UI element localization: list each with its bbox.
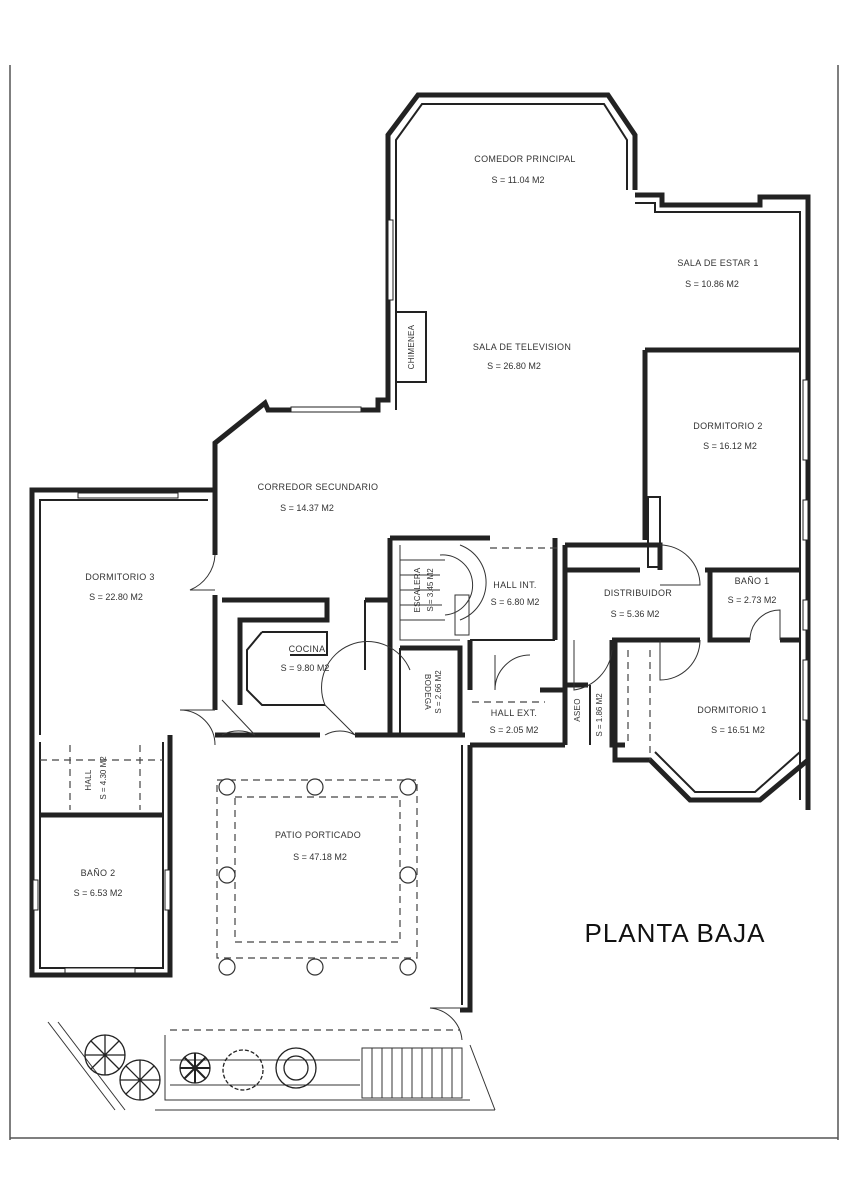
room-name-bano1: BAÑO 1 bbox=[735, 576, 770, 586]
room-area-hall-ext: S = 2.05 M2 bbox=[490, 725, 539, 735]
room-name-bodega: BODEGA bbox=[423, 674, 432, 710]
windows bbox=[32, 219, 809, 974]
room-name-chimenea: CHIMENEA bbox=[407, 324, 416, 369]
room-name-bano2: BAÑO 2 bbox=[81, 868, 116, 878]
room-name-patio: PATIO PORTICADO bbox=[275, 830, 361, 840]
interior-walls bbox=[40, 311, 800, 818]
room-area-bano2: S = 6.53 M2 bbox=[74, 888, 123, 898]
room-name-cocina: COCINA bbox=[289, 644, 326, 654]
room-area-dormitorio3: S = 22.80 M2 bbox=[89, 592, 143, 602]
room-area-bodega: S = 2.66 M2 bbox=[434, 670, 443, 714]
room-area-corredor: S = 14.37 M2 bbox=[280, 503, 334, 513]
room-area-cocina: S = 9.80 M2 bbox=[281, 663, 330, 673]
room-area-sala-tv: S = 26.80 M2 bbox=[487, 361, 541, 371]
room-area-hall: S = 4.30 M2 bbox=[99, 756, 108, 800]
room-name-sala-estar: SALA DE ESTAR 1 bbox=[677, 258, 758, 268]
room-area-aseo: S = 1.86 M2 bbox=[595, 693, 604, 737]
room-name-dormitorio1: DORMITORIO 1 bbox=[697, 705, 766, 715]
room-name-distribuidor: DISTRIBUIDOR bbox=[604, 588, 672, 598]
room-name-sala-tv: SALA DE TELEVISION bbox=[473, 342, 571, 352]
room-name-aseo: ASEO bbox=[573, 698, 582, 721]
room-name-dormitorio3: DORMITORIO 3 bbox=[85, 572, 154, 582]
tree-icon bbox=[84, 1034, 317, 1101]
room-name-escalera: ESCALERA bbox=[413, 567, 422, 612]
room-area-escalera: S = 3.45 M2 bbox=[426, 568, 435, 612]
room-name-comedor: COMEDOR PRINCIPAL bbox=[474, 154, 575, 164]
room-area-patio: S = 47.18 M2 bbox=[293, 852, 347, 862]
doors bbox=[179, 544, 781, 1041]
room-name-hall-ext: HALL EXT. bbox=[491, 708, 537, 718]
room-name-corredor: CORREDOR SECUNDARIO bbox=[258, 482, 379, 492]
room-name-dormitorio2: DORMITORIO 2 bbox=[693, 421, 762, 431]
room-area-comedor: S = 11.04 M2 bbox=[491, 175, 544, 185]
staircase bbox=[399, 544, 487, 641]
room-name-hall: HALL bbox=[84, 769, 93, 790]
room-area-bano1: S = 2.73 M2 bbox=[728, 595, 777, 605]
patio-columns bbox=[218, 778, 417, 976]
room-name-hall-int: HALL INT. bbox=[493, 580, 536, 590]
room-area-dormitorio1: S = 16.51 M2 bbox=[711, 725, 765, 735]
room-area-hall-int: S = 6.80 M2 bbox=[491, 597, 540, 607]
room-area-dormitorio2: S = 16.12 M2 bbox=[703, 441, 757, 451]
entry-steps bbox=[361, 1047, 463, 1099]
room-area-distribuidor: S = 5.36 M2 bbox=[611, 609, 660, 619]
room-labels: COMEDOR PRINCIPAL S = 11.04 M2 SALA DE E… bbox=[74, 154, 777, 898]
plan-title: PLANTA BAJA bbox=[584, 918, 765, 948]
garden-area bbox=[47, 1021, 496, 1111]
room-area-sala-estar: S = 10.86 M2 bbox=[685, 279, 739, 289]
